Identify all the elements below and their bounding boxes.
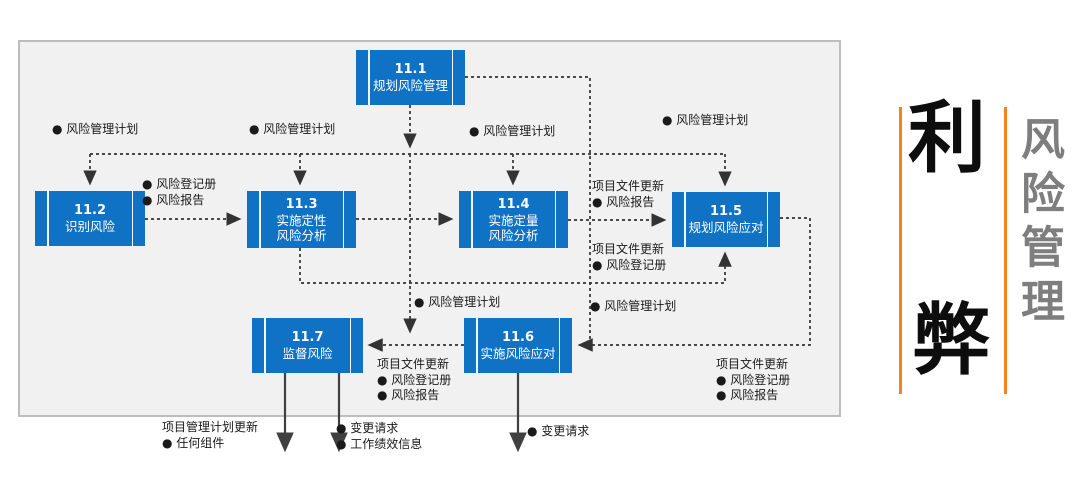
edge-11-3-to-11-5-bottom xyxy=(299,248,732,284)
process-box-monitor-risks: 11.7 监督风险 xyxy=(252,318,363,373)
process-box-identify-risks: 11.2 识别风险 xyxy=(35,191,145,246)
edge-11-5-to-11-6 xyxy=(577,217,811,352)
label-risk-register-and-report: ● 风险登记册 ● 风险报告 xyxy=(142,177,217,207)
label-project-documents-updates: 项目文件更新 ● 风险登记册 ● 风险报告 xyxy=(716,357,791,402)
label-risk-management-plan: ● 风险管理计划 xyxy=(469,124,556,138)
process-name: 实施定量 风险分析 xyxy=(488,212,539,243)
process-name: 监督风险 xyxy=(282,346,333,361)
edge-11-1-right-down xyxy=(465,76,591,344)
label-project-documents-updates-risk-report: 项目文件更新 ● 风险报告 xyxy=(592,179,665,209)
label-risk-management-plan: ● 风险管理计划 xyxy=(414,295,501,309)
process-number: 11.6 xyxy=(501,330,535,345)
process-name: 规划风险应对 xyxy=(688,220,764,235)
process-number: 11.4 xyxy=(497,196,530,212)
label-risk-management-plan: ● 风险管理计划 xyxy=(249,122,336,136)
label-risk-management-plan: ● 风险管理计划 xyxy=(590,299,677,313)
process-number: 11.5 xyxy=(709,204,743,219)
process-box-plan-risk-management: 11.1 规划风险管理 xyxy=(356,50,465,105)
accent-rule-right xyxy=(1004,107,1007,394)
process-name: 实施风险应对 xyxy=(480,346,556,361)
process-number: 11.3 xyxy=(285,196,318,212)
label-risk-management-plan: ● 风险管理计划 xyxy=(662,113,749,127)
process-box-plan-risk-responses: 11.5 规划风险应对 xyxy=(672,192,780,247)
process-number: 11.7 xyxy=(291,330,324,345)
label-project-documents-updates: 项目文件更新 ● 风险登记册 ● 风险报告 xyxy=(377,357,452,402)
label-change-requests: ● 变更请求 xyxy=(527,424,590,438)
emphasis-char-drawback: 弊 xyxy=(912,296,991,386)
label-change-requests-work-performance: ● 变更请求 ● 工作绩效信息 xyxy=(336,421,423,451)
process-number: 11.2 xyxy=(73,203,107,218)
process-name: 规划风险管理 xyxy=(372,78,448,93)
process-name: 识别风险 xyxy=(64,219,115,234)
label-project-plan-updates: 项目管理计划更新 ● 任何组件 xyxy=(162,420,259,450)
process-box-implement-risk-responses: 11.6 实施风险应对 xyxy=(464,318,572,373)
process-box-quantitative-risk-analysis: 11.4 实施定量 风险分析 xyxy=(459,191,568,248)
accent-rule-left xyxy=(899,107,902,394)
process-box-qualitative-risk-analysis: 11.3 实施定性 风险分析 xyxy=(247,191,356,248)
process-name: 实施定性 风险分析 xyxy=(276,212,327,243)
label-risk-management-plan: ● 风险管理计划 xyxy=(52,122,139,136)
vertical-title-risk-management: 风险管理 xyxy=(1013,116,1064,332)
label-project-documents-updates-risk-register: 项目文件更新 ● 风险登记册 xyxy=(592,242,667,272)
process-number: 11.1 xyxy=(394,62,427,77)
emphasis-char-benefit: 利 xyxy=(908,94,987,184)
